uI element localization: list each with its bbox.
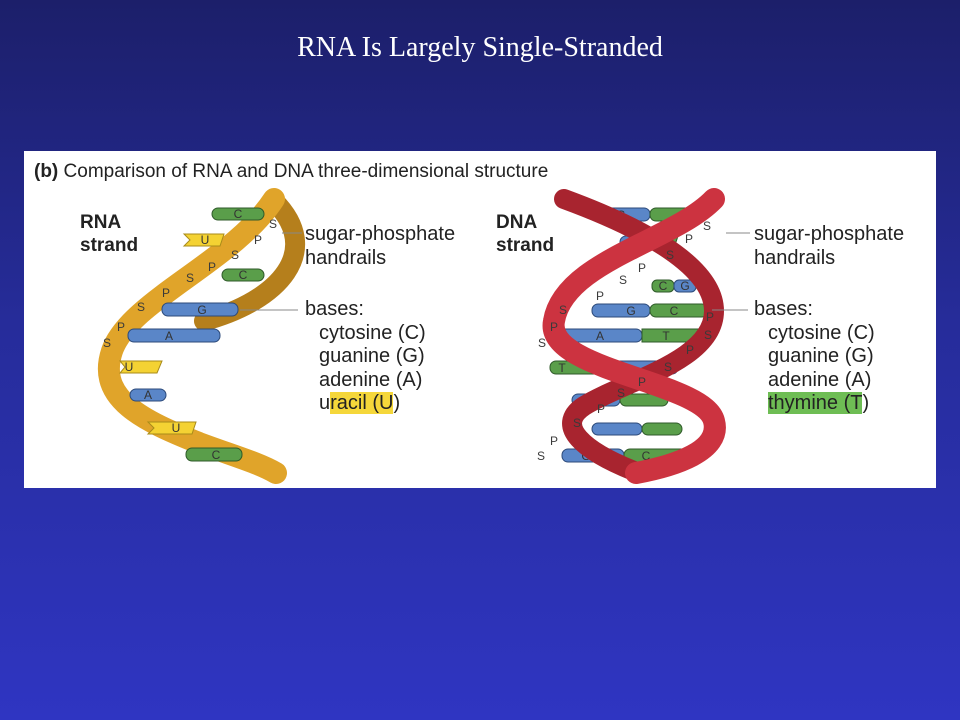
rna-strand-label: RNA strand xyxy=(80,212,139,256)
dna-bases-heading: bases: xyxy=(754,298,813,320)
svg-text:C: C xyxy=(670,304,679,318)
rna-base-u3: U xyxy=(146,421,197,435)
svg-text:P: P xyxy=(685,232,693,246)
svg-text:P: P xyxy=(597,402,605,416)
figure-panel: (b) Comparison of RNA and DNA three-dime… xyxy=(24,151,936,488)
rna-base-c2: C xyxy=(221,268,265,282)
rna-base-c2-label: C xyxy=(239,268,248,282)
dna-bases-legend: bases: cytosine (C) guanine (G) adenine … xyxy=(754,298,875,416)
helix-illustration: C U C G A U A xyxy=(97,188,750,484)
svg-text:S: S xyxy=(704,328,712,342)
dna-base-guanine: guanine (G) xyxy=(768,345,874,367)
svg-text:P: P xyxy=(706,310,714,324)
rna-base-u2: U xyxy=(118,360,163,374)
svg-text:S: S xyxy=(231,248,239,262)
rna-base-u3-label: U xyxy=(172,421,181,435)
svg-text:C: C xyxy=(659,279,668,293)
dna-strand-front xyxy=(542,188,726,484)
svg-text:S: S xyxy=(573,416,581,430)
rna-base-a2-label: A xyxy=(144,388,152,402)
rna-base-a2: A xyxy=(129,388,167,402)
rna-backbone-labels: S P S P S P S P S xyxy=(103,217,277,350)
dna-handrails-label: sugar-phosphate handrails xyxy=(754,223,905,269)
caption-text: Comparison of RNA and DNA three-dimensio… xyxy=(63,161,549,182)
rna-base-a1: A xyxy=(127,328,221,343)
rna-base-u1: U xyxy=(182,233,225,247)
rna-base-c1-label: C xyxy=(234,207,243,221)
svg-text:P: P xyxy=(162,286,170,300)
rna-base-adenine: adenine (A) xyxy=(319,368,423,391)
rna-base-c1: C xyxy=(211,207,265,221)
svg-text:T: T xyxy=(558,361,566,375)
rna-base-uracil: uracil (U) xyxy=(319,392,401,414)
svg-text:P: P xyxy=(686,343,694,357)
dna-base-pair-8 xyxy=(591,422,683,436)
svg-text:P: P xyxy=(638,261,646,275)
rna-base-cytosine: cytosine (C) xyxy=(319,321,426,344)
svg-text:S: S xyxy=(269,217,277,231)
rna-base-a1-label: A xyxy=(165,329,173,343)
svg-text:S: S xyxy=(538,336,546,350)
svg-text:S: S xyxy=(103,336,111,350)
rna-base-c3-label: C xyxy=(212,448,221,462)
rna-base-g1-label: G xyxy=(197,303,206,317)
svg-text:S: S xyxy=(617,386,625,400)
svg-text:P: P xyxy=(550,434,558,448)
panel-letter: (b) xyxy=(34,161,59,182)
dna-base-pair-4: G C xyxy=(591,303,709,318)
figure-caption: (b) Comparison of RNA and DNA three-dime… xyxy=(34,161,548,183)
dna-base-pair-3: C G xyxy=(651,279,697,293)
svg-text:C: C xyxy=(642,449,651,463)
svg-text:A: A xyxy=(596,329,604,343)
svg-text:S: S xyxy=(137,300,145,314)
rna-base-guanine: guanine (G) xyxy=(319,345,425,367)
svg-text:P: P xyxy=(596,289,604,303)
dna-base-cytosine: cytosine (C) xyxy=(768,321,875,344)
dna-strand-label: DNA strand xyxy=(496,212,555,256)
svg-text:S: S xyxy=(619,273,627,287)
rna-base-c3: C xyxy=(185,447,243,462)
svg-text:T: T xyxy=(662,329,670,343)
dna-backbone-labels: S P S P S P S P S P S P S P S P S S P xyxy=(537,219,714,463)
rna-base-u1-label: U xyxy=(201,233,210,247)
svg-text:S: S xyxy=(664,360,672,374)
svg-text:S: S xyxy=(703,219,711,233)
rna-bases-legend: bases: cytosine (C) guanine (G) adenine … xyxy=(305,298,426,416)
svg-text:S: S xyxy=(186,271,194,285)
dna-helix: G C A C G G C A xyxy=(537,188,750,484)
dna-base-adenine: adenine (A) xyxy=(768,368,872,391)
svg-text:G: G xyxy=(626,304,635,318)
svg-text:S: S xyxy=(559,303,567,317)
rna-handrails-label: sugar-phosphate handrails xyxy=(305,223,456,269)
svg-text:P: P xyxy=(638,375,646,389)
svg-text:P: P xyxy=(550,320,558,334)
svg-text:P: P xyxy=(254,233,262,247)
svg-text:G: G xyxy=(680,279,689,293)
slide-title: RNA Is Largely Single-Stranded xyxy=(297,32,663,63)
svg-text:S: S xyxy=(666,248,674,262)
dna-base-thymine: thymine (T) xyxy=(768,392,870,414)
svg-text:P: P xyxy=(117,320,125,334)
rna-base-u2-label: U xyxy=(125,360,134,374)
svg-text:S: S xyxy=(537,449,545,463)
rna-base-g1: G xyxy=(161,302,239,317)
rna-bases-heading: bases: xyxy=(305,298,364,320)
svg-text:P: P xyxy=(208,260,216,274)
rna-helix: C U C G A U A xyxy=(97,188,305,484)
